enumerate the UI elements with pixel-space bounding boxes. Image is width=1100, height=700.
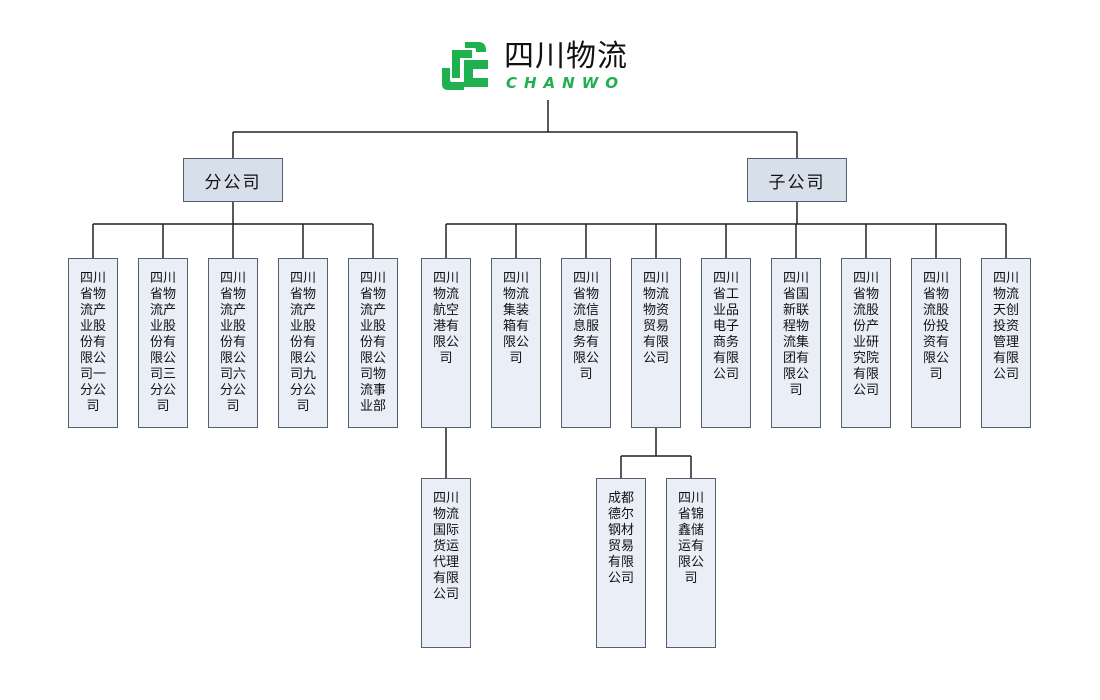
third-level-label: 成都德尔钢材贸易有限公司 bbox=[607, 491, 634, 586]
third-level-label: 四川省锦鑫储运有限公司 bbox=[677, 491, 704, 586]
branch-label: 四川省物流产业股份有限公司一分公司 bbox=[79, 271, 106, 414]
logo-name: 四川物流 bbox=[504, 39, 628, 74]
subsidiary-label: 四川省物流股份投资有限公司 bbox=[922, 271, 949, 382]
branch-node: 四川省物流产业股份有限公司九分公司 bbox=[278, 258, 328, 428]
branch-label: 四川省物流产业股份有限公司六分公司 bbox=[219, 271, 246, 414]
subsidiary-node: 四川省物流股份投资有限公司 bbox=[911, 258, 961, 428]
third-level-node: 四川省锦鑫储运有限公司 bbox=[666, 478, 716, 648]
branch-node: 四川省物流产业股份有限公司物流事业部 bbox=[348, 258, 398, 428]
subsidiary-label: 四川省国新联程物流集团有限公司 bbox=[782, 271, 809, 398]
subsidiary-node: 四川物流天创投资管理有限公司 bbox=[981, 258, 1031, 428]
third-level-label: 四川物流国际货运代理有限公司 bbox=[432, 491, 459, 602]
subsidiary-node: 四川省工业品电子商务有限公司 bbox=[701, 258, 751, 428]
branch-node: 四川省物流产业股份有限公司六分公司 bbox=[208, 258, 258, 428]
subsidiary-node: 四川物流物资贸易有限公司 bbox=[631, 258, 681, 428]
logo-subtitle: CHANWO bbox=[506, 74, 626, 92]
subsidiary-label: 四川省物流信息服务有限公司 bbox=[572, 271, 599, 382]
company-logo: 四川物流 CHANWO bbox=[438, 38, 638, 98]
subsidiary-label: 四川物流航空港有限公司 bbox=[432, 271, 459, 366]
subsidiary-node: 四川物流集装箱有限公司 bbox=[491, 258, 541, 428]
branch-node: 四川省物流产业股份有限公司三分公司 bbox=[138, 258, 188, 428]
category-branch: 分公司 bbox=[183, 158, 283, 202]
branch-label: 四川省物流产业股份有限公司九分公司 bbox=[289, 271, 316, 414]
subsidiary-label: 四川省工业品电子商务有限公司 bbox=[712, 271, 739, 382]
branch-label: 四川省物流产业股份有限公司物流事业部 bbox=[359, 271, 386, 414]
subsidiary-node: 四川省国新联程物流集团有限公司 bbox=[771, 258, 821, 428]
category-subsidiary: 子公司 bbox=[747, 158, 847, 202]
subsidiary-node: 四川物流航空港有限公司 bbox=[421, 258, 471, 428]
logo-mark-icon bbox=[442, 42, 488, 90]
subsidiary-label: 四川物流集装箱有限公司 bbox=[502, 271, 529, 366]
branch-node: 四川省物流产业股份有限公司一分公司 bbox=[68, 258, 118, 428]
subsidiary-label: 四川省物流股份产业研究院有限公司 bbox=[852, 271, 879, 398]
subsidiary-node: 四川省物流股份产业研究院有限公司 bbox=[841, 258, 891, 428]
subsidiary-label: 四川物流物资贸易有限公司 bbox=[642, 271, 669, 366]
branch-label: 四川省物流产业股份有限公司三分公司 bbox=[149, 271, 176, 414]
subsidiary-label: 四川物流天创投资管理有限公司 bbox=[992, 271, 1019, 382]
subsidiary-node: 四川省物流信息服务有限公司 bbox=[561, 258, 611, 428]
third-level-node: 成都德尔钢材贸易有限公司 bbox=[596, 478, 646, 648]
third-level-node: 四川物流国际货运代理有限公司 bbox=[421, 478, 471, 648]
